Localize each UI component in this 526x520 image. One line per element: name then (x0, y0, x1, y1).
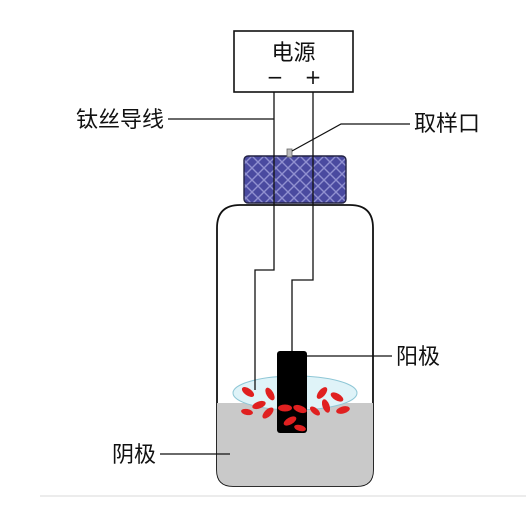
particle (262, 407, 274, 419)
particle (252, 400, 266, 410)
wire-label: 钛丝导线 (76, 108, 164, 133)
negative-terminal-label: − (267, 65, 284, 89)
bottle-cap (243, 155, 347, 204)
anode-label: 阳极 (396, 345, 440, 370)
cathode-label: 阴极 (112, 443, 156, 468)
particle (321, 399, 331, 413)
reaction-particles (241, 387, 350, 432)
particle (330, 392, 344, 402)
positive-wire (291, 92, 314, 352)
power-supply-label: 电源 (271, 41, 315, 66)
particle (293, 404, 307, 414)
power-supply-box (233, 30, 354, 93)
particle (241, 408, 253, 416)
sampling-port (286, 148, 293, 158)
particle (310, 406, 320, 416)
positive-terminal-label: + (305, 65, 322, 89)
sampling-port-label: 取样口 (414, 112, 480, 137)
particle (316, 387, 328, 399)
particle (265, 387, 275, 401)
power-supply: 电源 − + (233, 30, 354, 93)
negative-wire (254, 92, 275, 390)
particle (294, 424, 306, 432)
particle (283, 416, 297, 426)
particle (278, 404, 292, 412)
sampling-port-leader-line (291, 123, 410, 152)
particle (241, 387, 255, 397)
particle (336, 406, 350, 414)
